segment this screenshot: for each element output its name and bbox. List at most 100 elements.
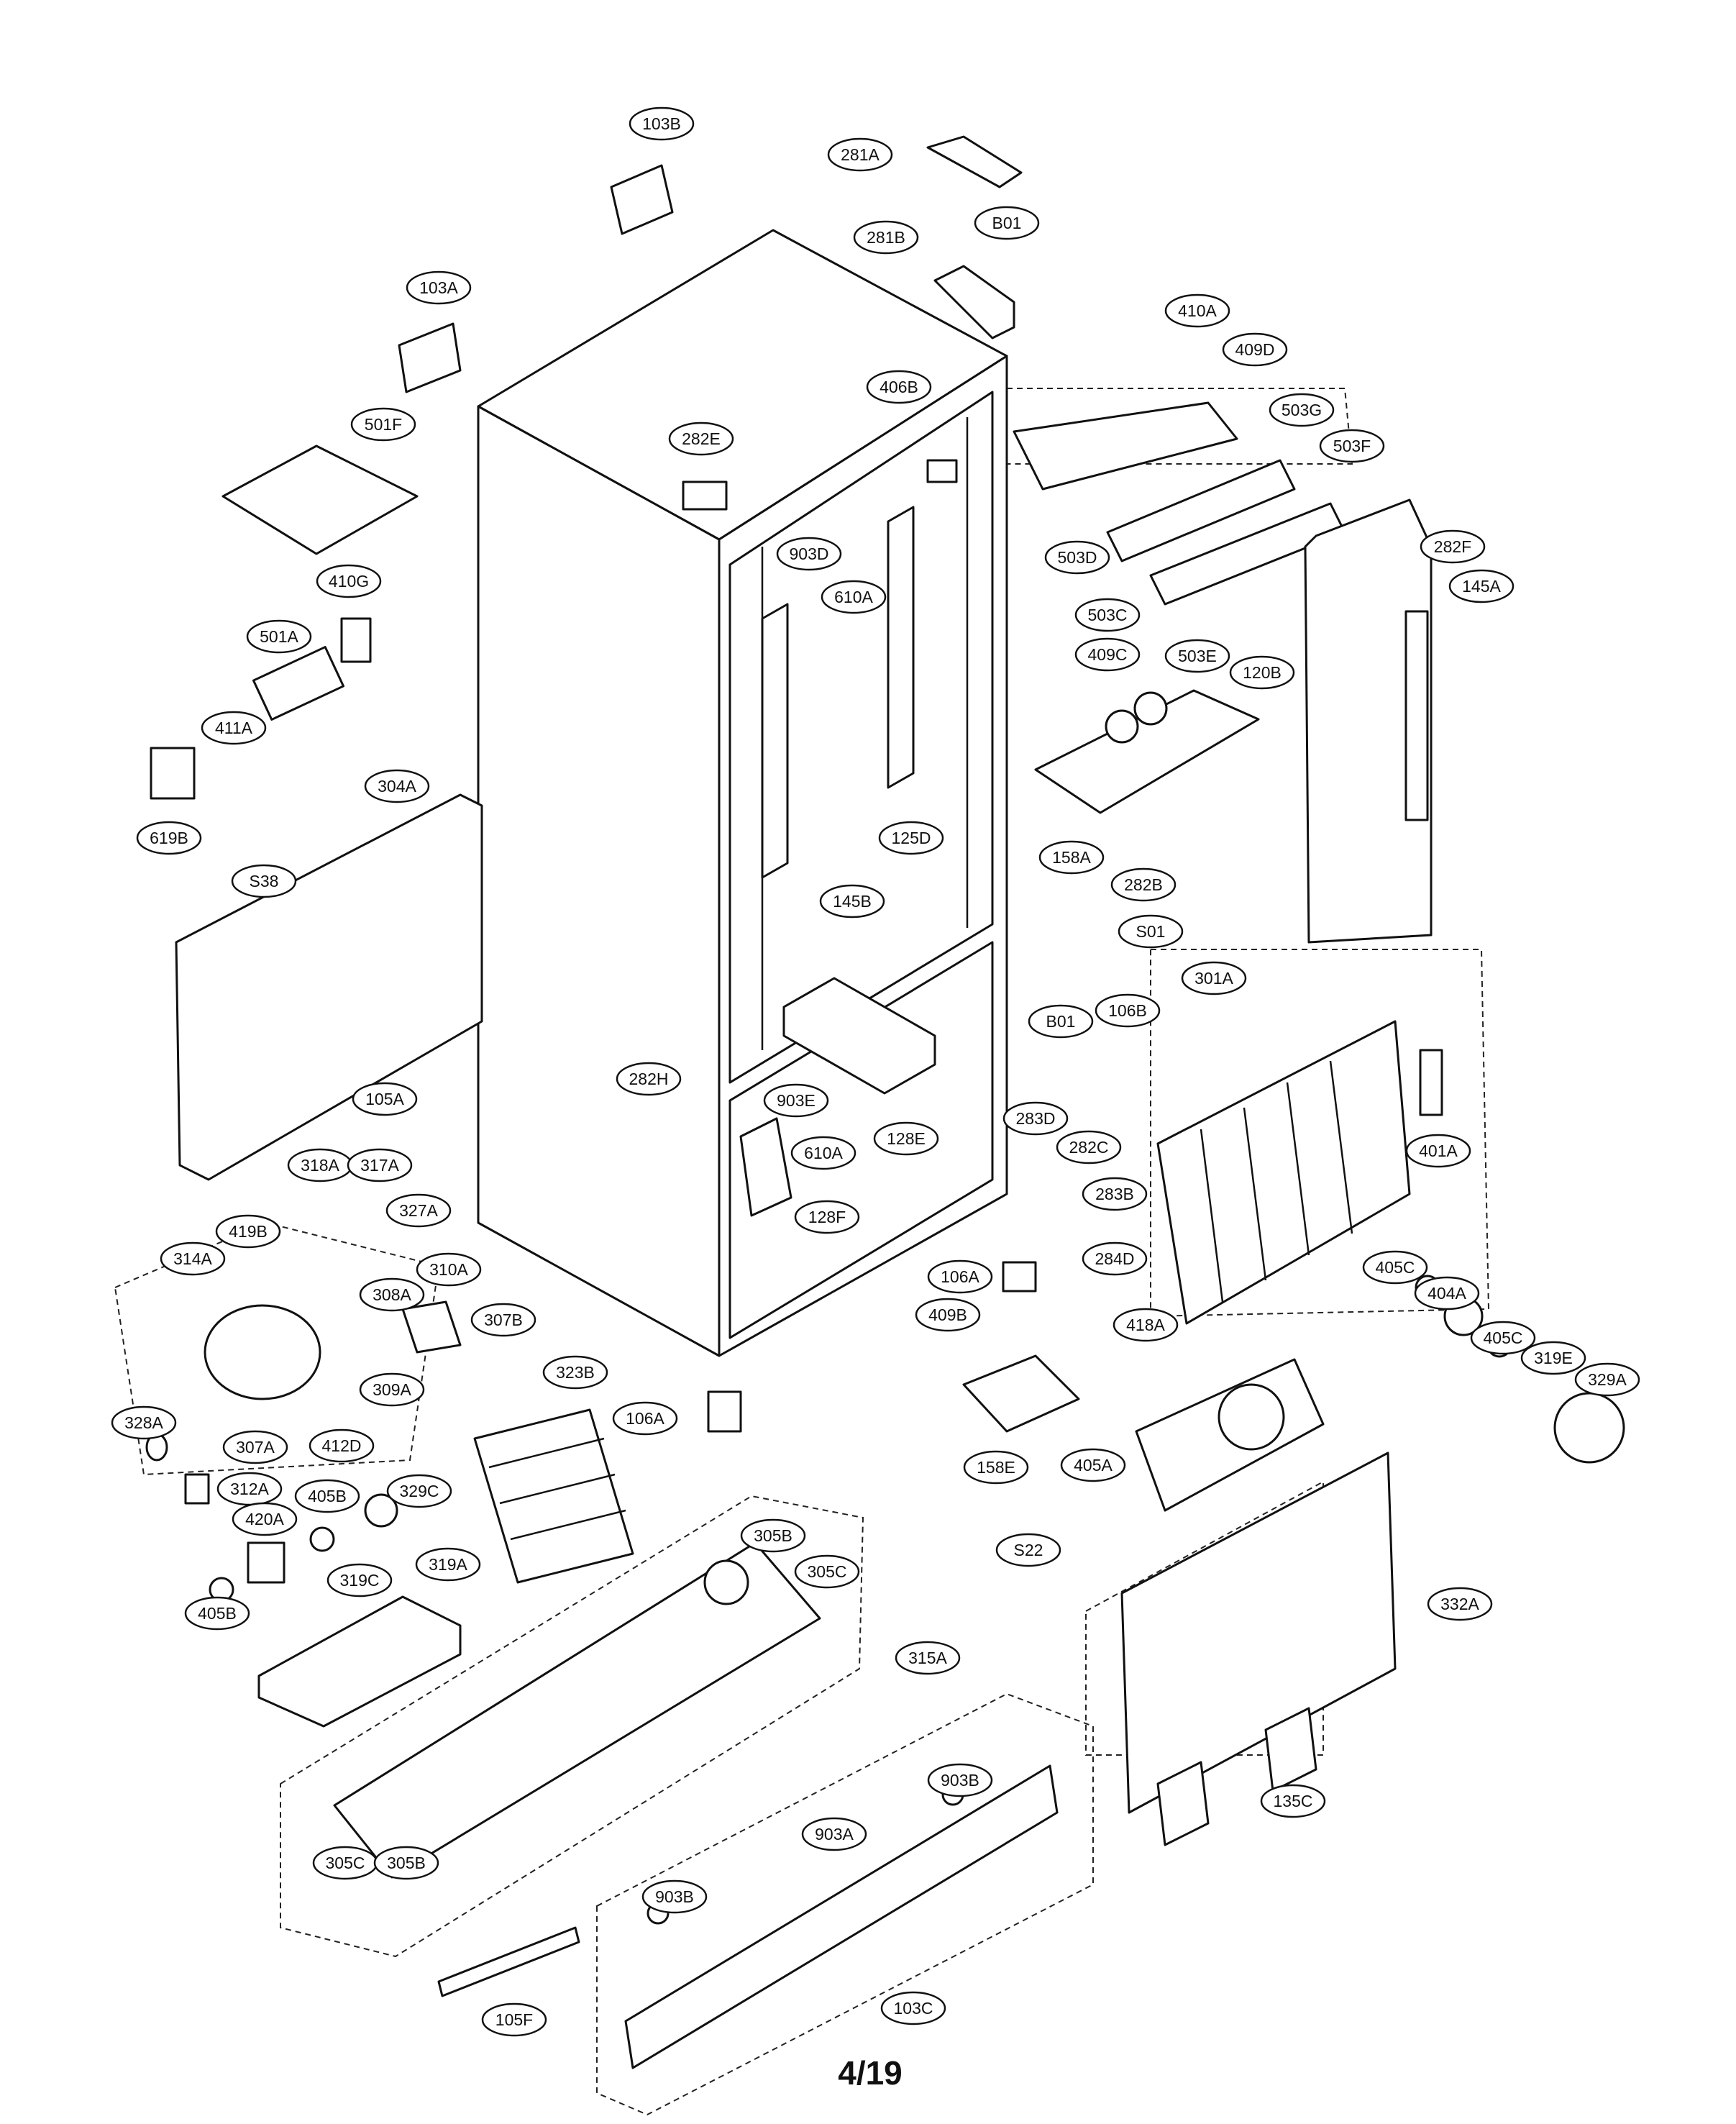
callout-405c: 405C bbox=[1470, 1321, 1536, 1355]
callout-412d: 412D bbox=[309, 1428, 375, 1463]
callout-ellipse bbox=[184, 1596, 250, 1631]
callout-503g: 503G bbox=[1269, 393, 1335, 427]
callout-ellipse bbox=[1113, 1308, 1179, 1342]
fin-1 bbox=[1200, 1129, 1224, 1303]
callout-619b: 619B bbox=[136, 821, 202, 855]
callout-405c: 405C bbox=[1362, 1250, 1428, 1285]
callout-label: 410G bbox=[329, 572, 369, 591]
callout-308a: 308A bbox=[359, 1277, 425, 1312]
fuse-401a bbox=[1419, 1049, 1443, 1116]
callout-503e: 503E bbox=[1164, 639, 1230, 673]
callout-label: 106B bbox=[1108, 1001, 1147, 1020]
callout-label: 103C bbox=[894, 1999, 933, 2018]
callout-ellipse bbox=[668, 421, 734, 456]
callout-158a: 158A bbox=[1038, 840, 1105, 875]
callout-label: 332A bbox=[1440, 1595, 1479, 1613]
callout-b01: B01 bbox=[974, 206, 1040, 240]
callout-ellipse bbox=[1319, 429, 1385, 463]
callout-label: 305C bbox=[808, 1562, 847, 1581]
callout-label: 419B bbox=[229, 1222, 268, 1241]
flap-135c-left bbox=[1156, 1761, 1210, 1846]
callout-ellipse bbox=[1044, 540, 1110, 575]
callout-418a: 418A bbox=[1113, 1308, 1179, 1342]
callout-label: 328A bbox=[124, 1413, 163, 1432]
condenser-323b bbox=[473, 1408, 634, 1584]
callout-ellipse bbox=[347, 1148, 413, 1182]
callout-ellipse bbox=[873, 1121, 939, 1156]
housing-409d bbox=[1013, 401, 1238, 491]
callout-label: 105A bbox=[365, 1090, 404, 1108]
callout-label: 405C bbox=[1376, 1258, 1415, 1277]
callout-409b: 409B bbox=[915, 1298, 981, 1332]
base-plate-boundary bbox=[280, 1495, 864, 1958]
callout-284d: 284D bbox=[1082, 1241, 1148, 1276]
callout-401a: 401A bbox=[1405, 1134, 1471, 1168]
callout-610a: 610A bbox=[821, 580, 887, 614]
board-501a bbox=[252, 646, 345, 721]
fan-329a bbox=[1553, 1392, 1625, 1464]
callout-label: 323B bbox=[556, 1363, 595, 1382]
callout-120b: 120B bbox=[1229, 655, 1295, 690]
callout-ellipse bbox=[373, 1846, 439, 1880]
base-plate-hole bbox=[703, 1559, 749, 1605]
callout-409c: 409C bbox=[1074, 637, 1141, 672]
callout-label: 409C bbox=[1088, 645, 1128, 664]
callout-ellipse bbox=[853, 220, 919, 255]
callout-103a: 103A bbox=[406, 270, 472, 305]
callout-323b: 323B bbox=[542, 1355, 608, 1390]
callout-label: 281B bbox=[867, 228, 905, 247]
callout-ellipse bbox=[215, 1214, 281, 1249]
callout-label: 903A bbox=[815, 1825, 854, 1843]
callout-903e: 903E bbox=[763, 1083, 829, 1118]
callout-ellipse bbox=[794, 1554, 860, 1589]
leg-106a-2 bbox=[1002, 1261, 1037, 1293]
callout-label: 501A bbox=[260, 627, 298, 646]
part-312a bbox=[184, 1473, 210, 1505]
callout-ellipse bbox=[1470, 1321, 1536, 1355]
callout-319a: 319A bbox=[415, 1547, 481, 1582]
hinge-281b bbox=[933, 265, 1015, 339]
callout-411a: 411A bbox=[201, 711, 267, 745]
callout-label: 501F bbox=[365, 415, 402, 434]
callout-s01: S01 bbox=[1118, 914, 1184, 949]
callout-label: 135C bbox=[1274, 1792, 1313, 1810]
callout-label: 411A bbox=[215, 719, 253, 737]
relay-310a bbox=[401, 1300, 462, 1354]
callout-ellipse bbox=[359, 1372, 425, 1407]
callout-305c: 305C bbox=[312, 1846, 378, 1880]
callout-ellipse bbox=[790, 1136, 856, 1170]
callout-ellipse bbox=[927, 1259, 993, 1294]
callout-405b: 405B bbox=[294, 1479, 360, 1513]
callout-ellipse bbox=[1164, 639, 1230, 673]
callout-label: 128E bbox=[887, 1129, 926, 1148]
callout-ellipse bbox=[415, 1547, 481, 1582]
callout-label: 405C bbox=[1484, 1328, 1523, 1347]
back-cover bbox=[1120, 1451, 1397, 1846]
callout-501f: 501F bbox=[350, 407, 416, 442]
callout-317a: 317A bbox=[347, 1148, 413, 1182]
part-619b bbox=[150, 747, 196, 800]
callout-label: 503G bbox=[1282, 401, 1322, 419]
callout-label: 284D bbox=[1095, 1249, 1135, 1268]
callout-503f: 503F bbox=[1319, 429, 1385, 463]
callout-903b: 903B bbox=[927, 1763, 993, 1797]
callout-ellipse bbox=[386, 1474, 452, 1508]
callout-ellipse bbox=[364, 769, 430, 803]
callout-ellipse bbox=[231, 864, 297, 898]
callout-label: 307B bbox=[484, 1311, 523, 1329]
bracket-319a bbox=[257, 1595, 462, 1728]
callout-ellipse bbox=[1362, 1250, 1428, 1285]
callout-ellipse bbox=[201, 711, 267, 745]
callout-318a: 318A bbox=[287, 1148, 353, 1182]
callout-310a: 310A bbox=[416, 1252, 482, 1287]
part-406b bbox=[926, 459, 958, 483]
callout-305b: 305B bbox=[740, 1518, 806, 1553]
callout-ellipse bbox=[641, 1879, 708, 1914]
callout-label: 503C bbox=[1088, 606, 1128, 624]
callout-305c: 305C bbox=[794, 1554, 860, 1589]
callout-328a: 328A bbox=[111, 1405, 177, 1440]
callout-label: S01 bbox=[1136, 922, 1166, 941]
pcb-503c bbox=[1106, 459, 1296, 562]
callout-label: 406B bbox=[880, 378, 918, 396]
